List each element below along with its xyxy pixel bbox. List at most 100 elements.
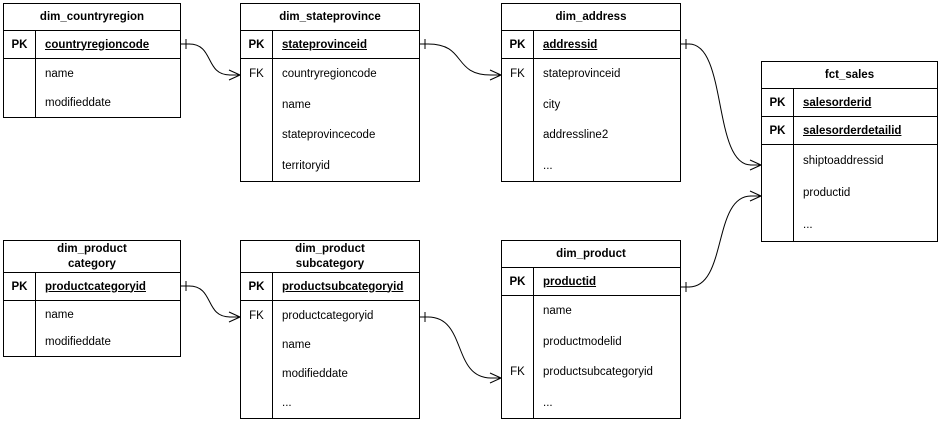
key-label: [502, 120, 533, 151]
key-column: [4, 59, 36, 117]
crowsfoot-lower: [489, 74, 502, 81]
crowsfoot-lower: [749, 164, 762, 171]
attribute-name: modifieddate: [282, 368, 348, 381]
key-column: [4, 301, 36, 356]
entity-title: fct_sales: [762, 62, 937, 89]
attribute-name: shiptoaddressid: [803, 155, 884, 167]
attribute-column: countryregioncode name stateprovincecode te…: [273, 59, 419, 181]
pk-row[interactable]: PK countryregioncode: [4, 31, 180, 59]
key-label: [241, 360, 272, 389]
key-label: [762, 145, 793, 177]
attribute-name: modifieddate: [45, 336, 111, 349]
key-label: [4, 88, 35, 117]
connector-path: [688, 43, 752, 166]
attribute-name: productid: [543, 275, 597, 288]
key-label: [4, 59, 35, 88]
attribute-name: salesorderid: [803, 96, 872, 109]
key-label: PK: [502, 31, 534, 58]
key-column: FK: [241, 59, 273, 181]
attribute-name: stateprovinceid: [543, 68, 621, 81]
connector-rel-productcategory-subcategory: [181, 281, 241, 323]
key-label: [241, 90, 272, 121]
attribute-name: city: [543, 98, 561, 111]
entity-title: dim_countryregion: [4, 4, 180, 31]
key-label: [502, 296, 533, 327]
attribute-name: name: [45, 67, 74, 80]
key-label: PK: [502, 268, 534, 295]
attribute-name: productid: [803, 187, 851, 199]
attribute-name: name: [282, 338, 311, 351]
key-label: FK: [249, 68, 264, 81]
key-label: PK: [4, 273, 36, 300]
attribute-name: productcategoryid: [282, 309, 374, 322]
key-label: [4, 329, 35, 357]
attribute-name: name: [45, 308, 74, 321]
attribute-name: stateprovincecode: [282, 129, 376, 142]
field-block: shiptoaddressid productid...: [762, 145, 937, 241]
key-label: [502, 90, 533, 121]
connector-rel-product-fctsales: [681, 190, 762, 292]
connector-rel-subcategory-product: [420, 312, 502, 384]
connector-path: [188, 285, 231, 318]
connector-rel-countryregion-stateprovince: [181, 39, 241, 81]
attribute-name: countryregioncode: [282, 68, 377, 81]
attribute-name: productsubcategoryid: [282, 280, 404, 293]
entity-title: dim_product category: [4, 241, 180, 273]
key-label: [762, 177, 793, 209]
attribute-column: name modifieddate: [36, 301, 180, 356]
key-column: [762, 145, 794, 241]
key-label: [241, 120, 272, 151]
connector-path: [688, 195, 752, 288]
key-label: PK: [4, 31, 36, 58]
attribute-name: addressline2: [543, 129, 609, 142]
crowsfoot-lower: [749, 195, 762, 202]
entity-title: dim_product subcategory: [241, 241, 419, 273]
attribute-name: name: [282, 98, 311, 111]
crowsfoot-upper: [749, 190, 762, 197]
key-column: FK: [502, 59, 534, 181]
entity-title: dim_address: [502, 4, 680, 31]
attribute-name: ...: [803, 219, 813, 231]
attribute-name: productmodelid: [543, 335, 622, 348]
attribute-name: stateprovinceid: [282, 38, 367, 51]
attribute-name: name: [543, 305, 572, 318]
attribute-name: territoryid: [282, 159, 330, 172]
key-label: PK: [241, 273, 273, 300]
crowsfoot-upper: [489, 69, 502, 76]
field-block: name modifieddate: [4, 301, 180, 356]
connector-path: [188, 43, 231, 76]
pk-row[interactable]: PK productid: [502, 268, 680, 296]
key-column: FK: [241, 301, 273, 418]
connector-path: [427, 43, 492, 76]
key-label: [4, 301, 35, 329]
pk-row[interactable]: PK productsubcategoryid: [241, 273, 419, 301]
key-label: [241, 151, 272, 182]
attribute-name: countryregioncode: [45, 38, 150, 51]
crowsfoot-lower: [228, 316, 241, 323]
